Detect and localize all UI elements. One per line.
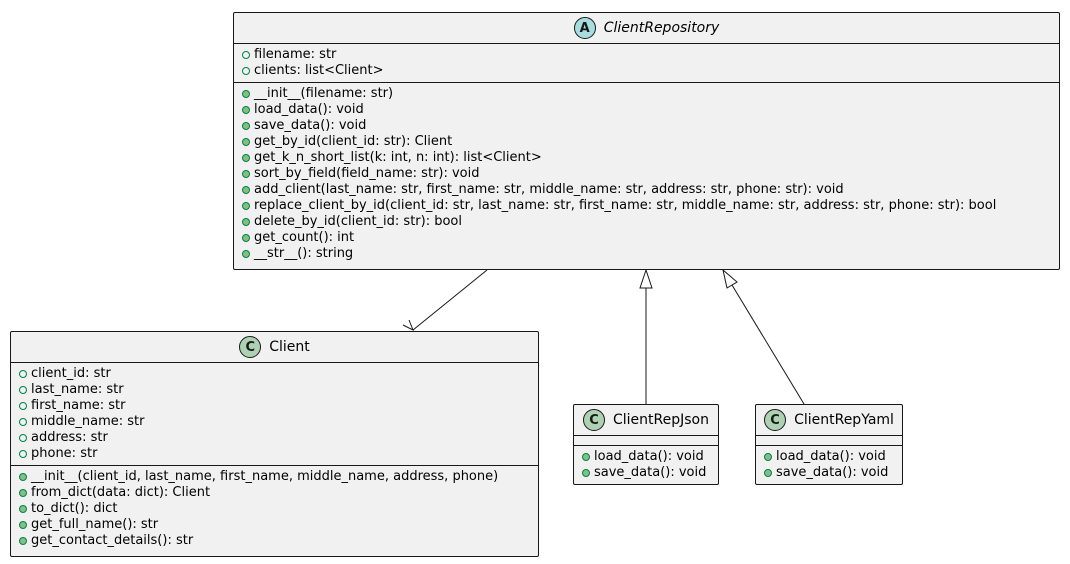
fields-section — [756, 436, 902, 445]
class-name: ClientRepYaml — [794, 412, 894, 428]
public-method-icon — [242, 186, 250, 194]
public-field-icon — [19, 402, 27, 410]
method-item: load_data(): void — [762, 449, 902, 465]
class-client-rep-yaml[interactable]: C ClientRepYaml load_data(): void save_d… — [755, 404, 903, 485]
public-method-icon — [764, 453, 772, 461]
public-method-icon — [19, 537, 27, 545]
method-item: sort_by_field(field_name: str): void — [240, 166, 1059, 182]
class-header: A ClientRepository — [234, 13, 1059, 44]
fields-section — [574, 436, 718, 445]
method-item: from_dict(data: dict): Client — [17, 485, 538, 501]
inheritance-yaml-triangle — [722, 268, 738, 289]
public-field-icon — [19, 434, 27, 442]
method-item: save_data(): void — [240, 118, 1059, 134]
methods-section: load_data(): void save_data(): void — [756, 445, 902, 484]
field-item: filename: str — [240, 47, 1059, 63]
class-badge-icon: C — [239, 336, 262, 358]
field-item: first_name: str — [17, 398, 538, 414]
inheritance-json-triangle — [639, 268, 653, 289]
public-method-icon — [242, 170, 250, 178]
class-header: C Client — [11, 332, 538, 363]
fields-section: filename: str clients: list<Client> — [234, 44, 1059, 82]
methods-section: __init__(client_id, last_name, first_nam… — [11, 465, 538, 552]
public-field-icon — [242, 67, 250, 75]
public-field-icon — [19, 418, 27, 426]
field-item: middle_name: str — [17, 414, 538, 430]
class-client[interactable]: C Client client_id: str last_name: str f… — [10, 331, 539, 557]
public-field-icon — [19, 370, 27, 378]
public-method-icon — [19, 473, 27, 481]
method-item: save_data(): void — [580, 465, 718, 481]
methods-section: load_data(): void save_data(): void — [574, 445, 718, 484]
class-name: ClientRepJson — [613, 412, 709, 428]
public-method-icon — [242, 106, 250, 114]
class-header: C ClientRepYaml — [756, 405, 902, 436]
field-item: clients: list<Client> — [240, 63, 1059, 79]
method-item: get_count(): int — [240, 230, 1059, 246]
public-field-icon — [242, 51, 250, 59]
methods-section: __init__(filename: str) load_data(): voi… — [234, 82, 1059, 265]
public-method-icon — [242, 154, 250, 162]
public-method-icon — [582, 453, 590, 461]
field-item: client_id: str — [17, 366, 538, 382]
field-item: address: str — [17, 430, 538, 446]
method-item: get_full_name(): str — [17, 517, 538, 533]
class-name: ClientRepository — [603, 20, 720, 36]
public-method-icon — [19, 521, 27, 529]
class-badge-icon: C — [764, 409, 787, 431]
public-method-icon — [242, 218, 250, 226]
method-item: replace_client_by_id(client_id: str, las… — [240, 198, 1059, 214]
method-item: load_data(): void — [240, 102, 1059, 118]
class-header: C ClientRepJson — [574, 405, 718, 436]
public-method-icon — [242, 234, 250, 242]
method-item: delete_by_id(client_id: str): bool — [240, 214, 1059, 230]
method-item: get_k_n_short_list(k: int, n: int): list… — [240, 150, 1059, 166]
method-item: save_data(): void — [762, 465, 902, 481]
method-item: get_contact_details(): str — [17, 533, 538, 549]
public-method-icon — [764, 469, 772, 477]
method-item: add_client(last_name: str, first_name: s… — [240, 182, 1059, 198]
class-badge-icon: C — [583, 409, 605, 431]
method-item: __init__(client_id, last_name, first_nam… — [17, 469, 538, 485]
method-item: load_data(): void — [580, 449, 718, 465]
class-client-repository[interactable]: A ClientRepository filename: str clients… — [233, 12, 1060, 270]
fields-section: client_id: str last_name: str first_name… — [11, 363, 538, 465]
public-method-icon — [19, 505, 27, 513]
public-method-icon — [19, 489, 27, 497]
public-method-icon — [242, 250, 250, 258]
inheritance-yaml-repo — [731, 284, 805, 405]
public-field-icon — [19, 450, 27, 458]
method-item: __str__(): string — [240, 246, 1059, 262]
class-name: Client — [269, 339, 310, 355]
class-client-rep-json[interactable]: C ClientRepJson load_data(): void save_d… — [573, 404, 719, 485]
association-repo-client — [412, 269, 488, 331]
field-item: last_name: str — [17, 382, 538, 398]
public-method-icon — [242, 202, 250, 210]
public-method-icon — [242, 122, 250, 130]
public-field-icon — [19, 386, 27, 394]
public-method-icon — [582, 469, 590, 477]
association-arrowhead — [402, 319, 414, 332]
public-method-icon — [242, 90, 250, 98]
abstract-class-badge-icon: A — [573, 17, 596, 39]
method-item: to_dict(): dict — [17, 501, 538, 517]
method-item: get_by_id(client_id: str): Client — [240, 134, 1059, 150]
field-item: phone: str — [17, 446, 538, 462]
method-item: __init__(filename: str) — [240, 86, 1059, 102]
public-method-icon — [242, 138, 250, 146]
